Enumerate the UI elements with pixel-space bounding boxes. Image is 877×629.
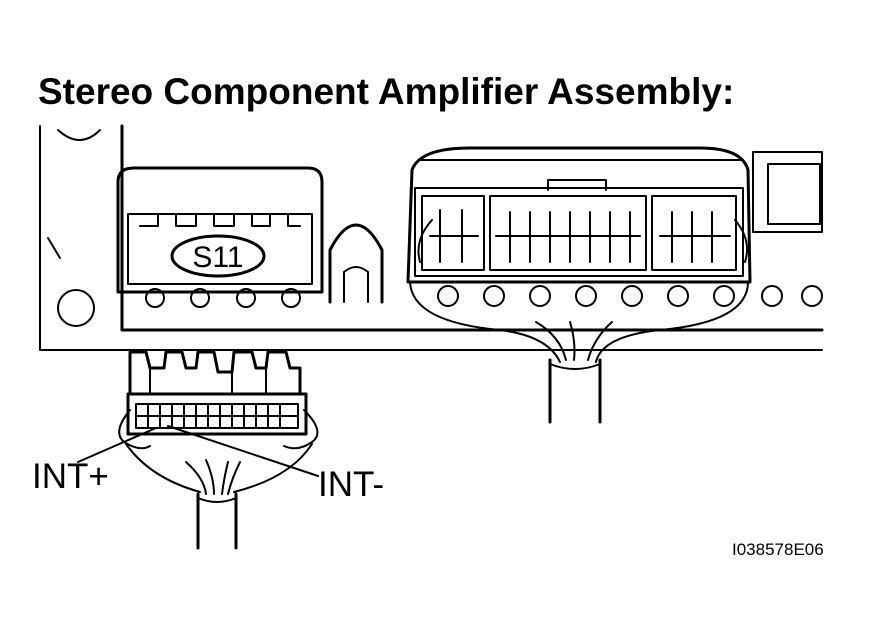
figure-code: I038578E06 (732, 540, 824, 559)
s11-connector-socket (116, 166, 324, 308)
harness-connector-large (406, 146, 752, 424)
amplifier-body (39, 124, 824, 351)
int-minus-label: INT- (318, 465, 384, 504)
int-plus-leader-line (77, 427, 157, 463)
int-plus-label: INT+ (32, 457, 109, 496)
int-minus-leader-line (167, 425, 319, 477)
s11-label-oval (170, 234, 266, 278)
int-connector-plug (118, 350, 319, 550)
connector-label: S11 (192, 241, 243, 274)
diagram-title: Stereo Component Amplifier Assembly: (38, 71, 734, 112)
